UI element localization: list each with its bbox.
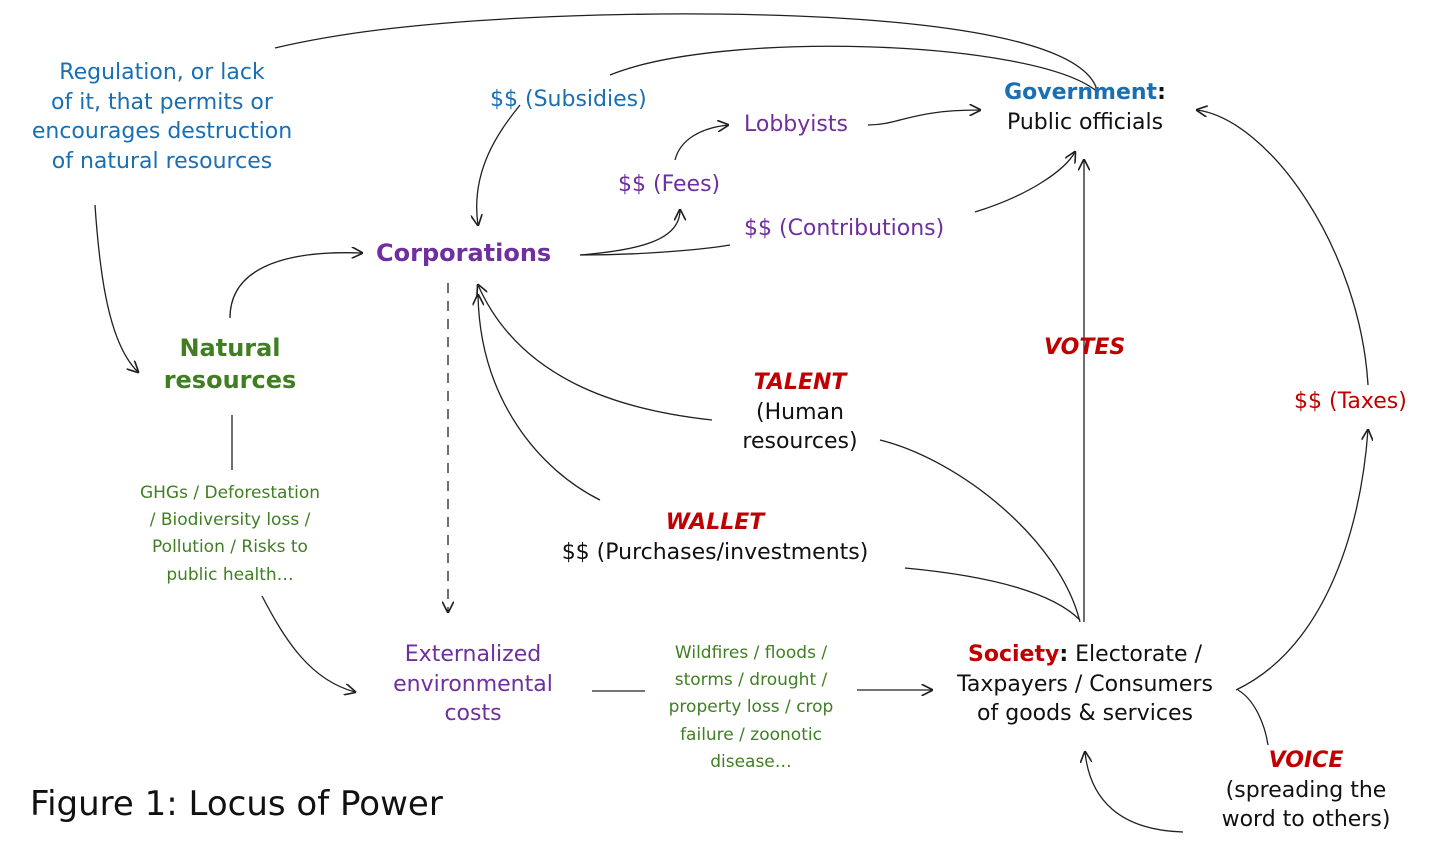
arrow-taxes-to-government [1197, 110, 1369, 386]
impact-line: storms / drought / [674, 670, 828, 691]
arrow-lobbyists-to-government [867, 110, 980, 126]
government-subtitle: Public officials [1006, 109, 1164, 135]
wallet-label: WALLET [665, 510, 765, 535]
arrow-wallet-to-corporations [478, 295, 601, 501]
impact-line: Wildfires / floods / [674, 643, 828, 663]
subsidies-label: $$ (Subsidies) [490, 87, 647, 112]
line-society-to-voice [1237, 689, 1269, 746]
impact-line: failure / zoonotic [680, 724, 822, 745]
talent-line: resources) [742, 429, 858, 455]
externalized-costs-node: Externalized environmental costs [370, 640, 576, 729]
voice-line: word to others) [1221, 807, 1391, 833]
natural-resources-line: Natural [179, 334, 281, 362]
government-title: Government [1004, 80, 1158, 105]
impact-line: / Biodiversity loss / [149, 510, 311, 531]
government-node: Government: Public officials [985, 78, 1185, 137]
arrow-regulation-to-natural-resources [94, 204, 138, 372]
regulation-line: encourages destruction [31, 119, 293, 145]
votes-label: VOTES [1044, 335, 1126, 360]
line-society-to-wallet [904, 567, 1081, 621]
talent-label: TALENT [753, 370, 847, 395]
lobbyists-label: Lobbyists [744, 112, 848, 137]
externalized-line: Externalized [404, 642, 542, 667]
arrow-impacts-to-externalized [261, 595, 355, 692]
society-title: Society [968, 642, 1060, 667]
fees-label: $$ (Fees) [618, 172, 721, 197]
regulation-line: Regulation, or lack [59, 60, 265, 85]
wallet-node: WALLET $$ (Purchases/investments) [540, 508, 890, 567]
taxes-label: $$ (Taxes) [1294, 389, 1407, 414]
voice-label: VOICE [1268, 748, 1344, 773]
arrow-government-to-regulation [274, 13, 1099, 96]
contributions-label: $$ (Contributions) [744, 216, 945, 241]
society-line3: of goods & services [977, 701, 1193, 727]
wallet-detail: $$ (Purchases/investments) [561, 539, 869, 565]
arrow-government-subsidies-corporations [477, 45, 1096, 225]
natural-resources-node: Natural resources [140, 332, 320, 397]
voice-node: VOICE (spreading the word to others) [1200, 746, 1412, 835]
corporations-node: Corporations [376, 239, 552, 267]
natural-resources-line: resources [163, 366, 297, 395]
regulation-line: of it, that permits or [51, 89, 273, 115]
society-line1: Electorate / [1075, 642, 1202, 667]
regulation-node: Regulation, or lack of it, that permits … [20, 58, 304, 177]
arrow-talent-to-corporations [478, 285, 713, 421]
society-line2: Taxpayers / Consumers [957, 671, 1213, 697]
arrow-fees-to-lobbyists [674, 125, 728, 161]
arrow-voice-to-society [1085, 752, 1184, 833]
impact-line: GHGs / Deforestation [139, 483, 321, 503]
society-node: Society: Electorate / Taxpayers / Consum… [938, 640, 1232, 729]
figure-caption: Figure 1: Locus of Power [30, 784, 443, 824]
impact-line: Pollution / Risks to [152, 537, 308, 558]
externalized-line: costs [444, 701, 502, 727]
environmental-impacts-middle: Wildfires / floods / storms / drought / … [645, 640, 857, 776]
society-colon: : [1059, 642, 1069, 667]
talent-line: (Human [756, 399, 844, 425]
impact-line: disease… [710, 751, 792, 772]
impact-line: property loss / crop [668, 697, 834, 718]
government-colon: : [1157, 80, 1166, 105]
regulation-line: of natural resources [51, 149, 273, 175]
arrow-natural-resources-to-corporations [229, 253, 362, 319]
arrow-corporations-to-contributions [579, 244, 731, 256]
talent-node: TALENT (Human resources) [700, 368, 900, 457]
arrow-corporations-to-fees [579, 210, 680, 256]
environmental-impacts-left: GHGs / Deforestation / Biodiversity loss… [110, 480, 350, 589]
externalized-line: environmental [393, 671, 553, 697]
arrow-contributions-to-government [974, 152, 1075, 213]
line-society-to-talent [879, 439, 1081, 623]
arrow-society-to-taxes [1235, 430, 1368, 691]
impact-line: public health… [166, 564, 294, 585]
voice-line: (spreading the [1225, 777, 1387, 803]
